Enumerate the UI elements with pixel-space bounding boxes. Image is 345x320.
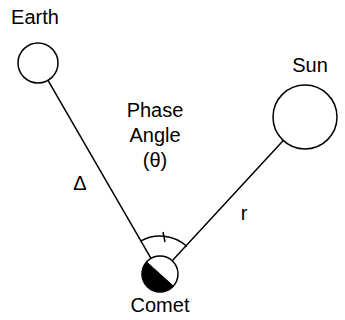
circle-outline — [272, 84, 338, 150]
sun-circle: Sun — [272, 54, 338, 150]
angle-label: Phase Angle (θ) — [123, 98, 187, 173]
circle-shape — [273, 85, 337, 149]
circle-outline — [17, 42, 59, 84]
body-label: Earth — [11, 6, 59, 28]
edge-label: Δ — [71, 172, 88, 194]
shadow-half — [142, 262, 173, 292]
circle-shape — [18, 43, 58, 83]
body-label: Comet — [131, 294, 190, 316]
comet-circle: Comet — [131, 255, 190, 316]
circle-outline — [141, 255, 179, 293]
earth-circle: Earth — [11, 6, 59, 84]
body-label: Sun — [292, 54, 328, 76]
angle-tick — [163, 232, 165, 242]
circle-shape — [142, 256, 178, 292]
distance-line — [172, 141, 283, 261]
edge-label: r — [239, 202, 250, 224]
